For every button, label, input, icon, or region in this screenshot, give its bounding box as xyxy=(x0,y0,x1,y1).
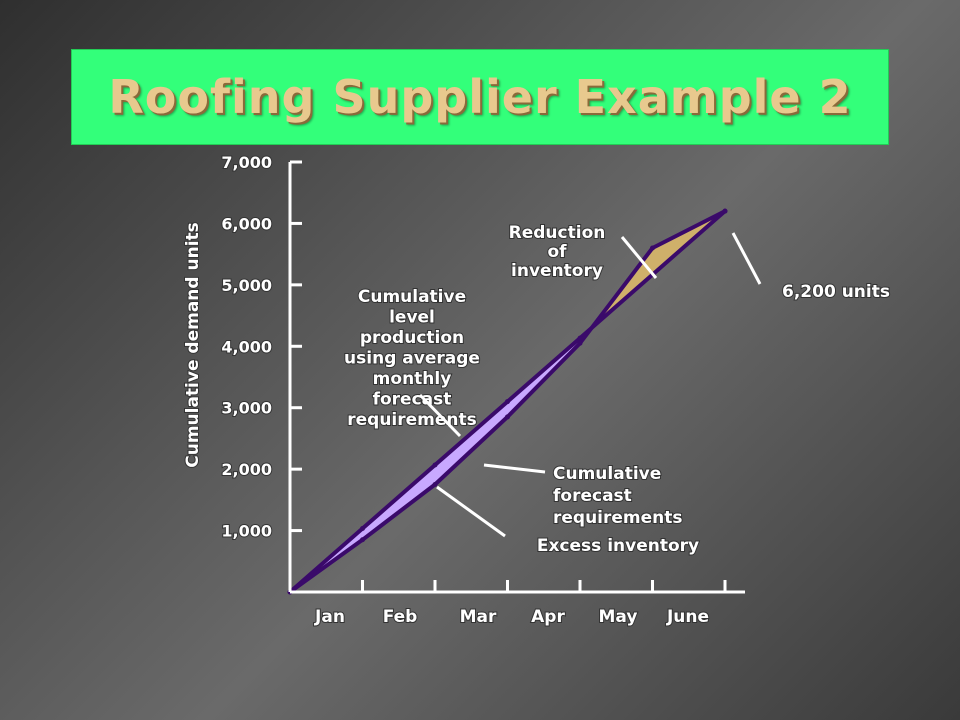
annotation-level: requirements xyxy=(347,410,477,430)
leader-line-level xyxy=(418,393,462,438)
annotation-level: forecast xyxy=(373,390,452,410)
data-point-level-1 xyxy=(360,526,365,532)
data-point-level-3 xyxy=(505,399,510,405)
title-banner: Roofing Supplier Example 2 xyxy=(71,49,889,145)
leader-line-reduction xyxy=(620,236,658,279)
annotation-forecast: Cumulative xyxy=(553,464,661,484)
data-point-level-4 xyxy=(577,335,583,341)
x-tick-label: Jan xyxy=(314,607,345,627)
y-tick-label: 7,000 xyxy=(221,153,272,172)
annotation-level: level xyxy=(389,308,435,328)
data-point-forecast-5 xyxy=(650,245,655,251)
x-tick-label: May xyxy=(599,607,638,627)
x-tick-label: Apr xyxy=(531,607,565,627)
data-point-forecast-3 xyxy=(505,414,510,420)
annotation-level: Cumulative xyxy=(358,287,466,307)
data-point-forecast-2 xyxy=(432,482,438,487)
y-axis-label: Cumulative demand units xyxy=(183,222,203,468)
annotation-level: using average xyxy=(344,349,480,369)
leader-line-excess xyxy=(436,485,506,538)
y-tick-label: 3,000 xyxy=(221,399,272,418)
annotation-reduction: inventory xyxy=(511,261,603,281)
data-point-forecast-6 xyxy=(722,208,728,214)
annotation-units: 6,200 units xyxy=(782,282,890,302)
data-point-forecast-1 xyxy=(360,537,365,543)
annotation-forecast: requirements xyxy=(553,508,683,528)
annotation-forecast: forecast xyxy=(553,486,632,506)
y-tick-label: 6,000 xyxy=(221,214,272,233)
y-tick-label: 4,000 xyxy=(221,337,272,356)
y-tick-label: 2,000 xyxy=(221,460,272,479)
annotation-level: monthly xyxy=(373,369,452,389)
y-tick-label: 1,000 xyxy=(221,522,272,541)
annotation-excess: Excess inventory xyxy=(537,536,699,556)
x-tick-label: Mar xyxy=(460,607,497,627)
leader-line-units xyxy=(731,232,762,285)
annotation-level: production xyxy=(360,328,464,348)
x-tick-label: June xyxy=(666,607,709,627)
data-point-level-2 xyxy=(432,462,438,468)
annotation-reduction: Reduction xyxy=(509,223,606,243)
x-tick-label: Feb xyxy=(383,607,418,627)
data-point-forecast-4 xyxy=(577,340,583,346)
annotation-reduction: of xyxy=(547,242,567,262)
page-title: Roofing Supplier Example 2 xyxy=(108,70,852,124)
leader-line-forecast xyxy=(483,463,546,474)
y-tick-label: 5,000 xyxy=(221,276,272,295)
